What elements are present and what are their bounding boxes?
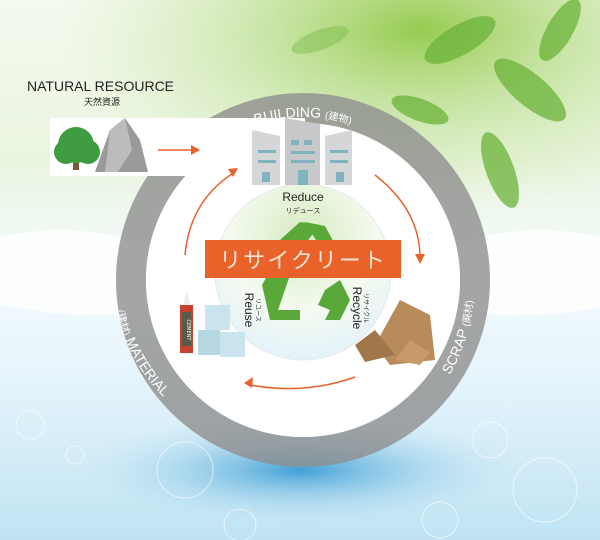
reuse-label: Reuse [242,293,256,328]
natural-resource-label: NATURAL RESOURCE [27,78,175,94]
natural-resource-label-ja: 天然資源 [84,98,121,108]
arrow-scrap-to-material [249,376,356,390]
reduce-label-ja: リデュース [286,206,321,215]
building-icon [252,118,352,185]
cycle-ring [116,93,490,467]
recyclete-title: リサイクリート [219,249,387,274]
scrap-rubble-icon [355,300,435,365]
title-banner [205,240,401,278]
concrete-cubes-icon [198,305,245,357]
arrow-building-to-scrap [374,174,421,259]
reduce-label: Reduce [282,190,324,204]
reuse-label-ja: リユース [254,298,261,322]
flow-arrows [158,149,421,390]
tree-icon [54,127,100,170]
recycle-label-ja: リサイクル [362,293,369,323]
bubbles [15,410,578,540]
leaves-decoration [291,0,581,208]
arrow-material-to-building [184,171,236,256]
cement-label: CEMENT [185,320,191,342]
recycle-label: Recycle [350,287,364,330]
cement-tube-icon: CEMENT [180,290,193,353]
